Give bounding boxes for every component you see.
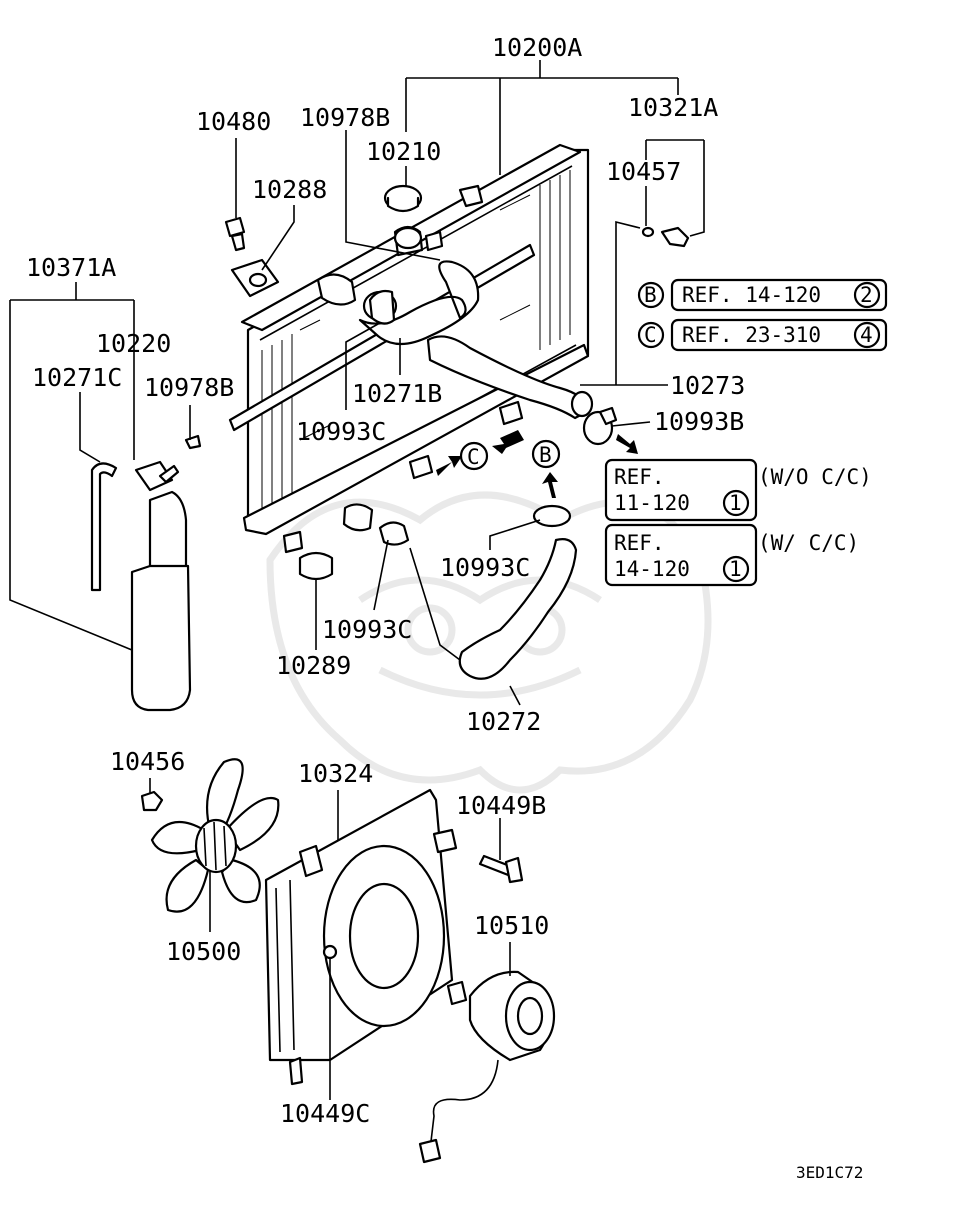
clamp-10993C-upper bbox=[368, 289, 396, 325]
fan-shroud bbox=[264, 788, 458, 1086]
label-10500: 10500 bbox=[166, 937, 241, 966]
label-10457: 10457 bbox=[606, 157, 681, 186]
flow-markers: C B bbox=[459, 439, 561, 471]
ref-b-num: 2 bbox=[860, 283, 873, 307]
reserve-tank bbox=[130, 460, 192, 712]
cooling-fan bbox=[150, 758, 280, 913]
clamp-10993C-right bbox=[532, 504, 572, 528]
label-10993B: 10993B bbox=[654, 407, 744, 436]
label-10993C-lower: 10993C bbox=[322, 615, 412, 644]
label-10321A: 10321A bbox=[628, 93, 718, 122]
label-10993C-upper: 10993C bbox=[296, 417, 386, 446]
rubber-mount-10289 bbox=[298, 551, 334, 581]
label-10978B-top: 10978B bbox=[300, 103, 390, 132]
bolt-10480 bbox=[224, 216, 246, 252]
label-10993C-right: 10993C bbox=[440, 553, 530, 582]
label-10324: 10324 bbox=[298, 759, 373, 788]
reference-b: B REF. 14-120 2 bbox=[637, 278, 888, 312]
label-10210: 10210 bbox=[366, 137, 441, 166]
ref-w-note: (W/ C/C) bbox=[758, 531, 859, 555]
label-10271C: 10271C bbox=[32, 363, 122, 392]
radiator-cap bbox=[383, 184, 423, 213]
reference-wo-cc: REF. 11-120 1 (W/O C/C) bbox=[604, 458, 872, 522]
label-10978B-left: 10978B bbox=[144, 373, 234, 402]
ref-wo-line1: REF. bbox=[614, 465, 665, 489]
ref-w-line1: REF. bbox=[614, 531, 665, 555]
overflow-hose bbox=[90, 462, 118, 592]
marker-c: C bbox=[467, 445, 480, 469]
reference-w-cc: REF. 14-120 1 (W/ C/C) bbox=[604, 523, 859, 587]
bracket-10288 bbox=[230, 258, 280, 298]
label-10449C: 10449C bbox=[280, 1099, 370, 1128]
label-10289: 10289 bbox=[276, 651, 351, 680]
marker-b: B bbox=[539, 443, 552, 467]
radiator-core-fins bbox=[261, 170, 571, 515]
ref-b-text: REF. 14-120 bbox=[682, 283, 821, 307]
ref-c-circle: C bbox=[644, 323, 657, 347]
diagram-code: 3ED1C72 bbox=[796, 1163, 863, 1182]
label-10449B: 10449B bbox=[456, 791, 546, 820]
ref-c-num: 4 bbox=[860, 323, 873, 347]
ref-wo-note: (W/O C/C) bbox=[758, 465, 872, 489]
nut-10456 bbox=[140, 790, 164, 812]
fan-motor bbox=[418, 970, 556, 1164]
label-10456: 10456 bbox=[110, 747, 185, 776]
label-10271B: 10271B bbox=[352, 379, 442, 408]
label-10220: 10220 bbox=[96, 329, 171, 358]
label-10272: 10272 bbox=[466, 707, 541, 736]
part-labels: 10200A 10321A 10480 10978B 10210 10457 1… bbox=[26, 33, 745, 1128]
label-10288: 10288 bbox=[252, 175, 327, 204]
leader-lines bbox=[9, 60, 705, 1100]
ref-b-circle: B bbox=[644, 283, 657, 307]
reference-c: C REF. 23-310 4 bbox=[637, 318, 888, 352]
label-10371A: 10371A bbox=[26, 253, 116, 282]
clamp-10993B bbox=[582, 406, 618, 446]
label-10273: 10273 bbox=[670, 371, 745, 400]
clip-10978B bbox=[184, 434, 202, 450]
drain-cock bbox=[641, 226, 690, 248]
ref-wo-line2: 11-120 bbox=[614, 491, 690, 515]
lower-hose bbox=[378, 521, 578, 680]
ref-c-text: REF. 23-310 bbox=[682, 323, 821, 347]
label-10510: 10510 bbox=[474, 911, 549, 940]
hose-10273 bbox=[426, 335, 594, 420]
ref-wo-num: 1 bbox=[729, 491, 742, 515]
label-10480: 10480 bbox=[196, 107, 271, 136]
label-10200A: 10200A bbox=[492, 33, 582, 62]
ref-w-num: 1 bbox=[729, 557, 742, 581]
flow-arrows bbox=[436, 430, 638, 498]
bolt-10449B bbox=[478, 854, 524, 884]
ref-w-line2: 14-120 bbox=[614, 557, 690, 581]
